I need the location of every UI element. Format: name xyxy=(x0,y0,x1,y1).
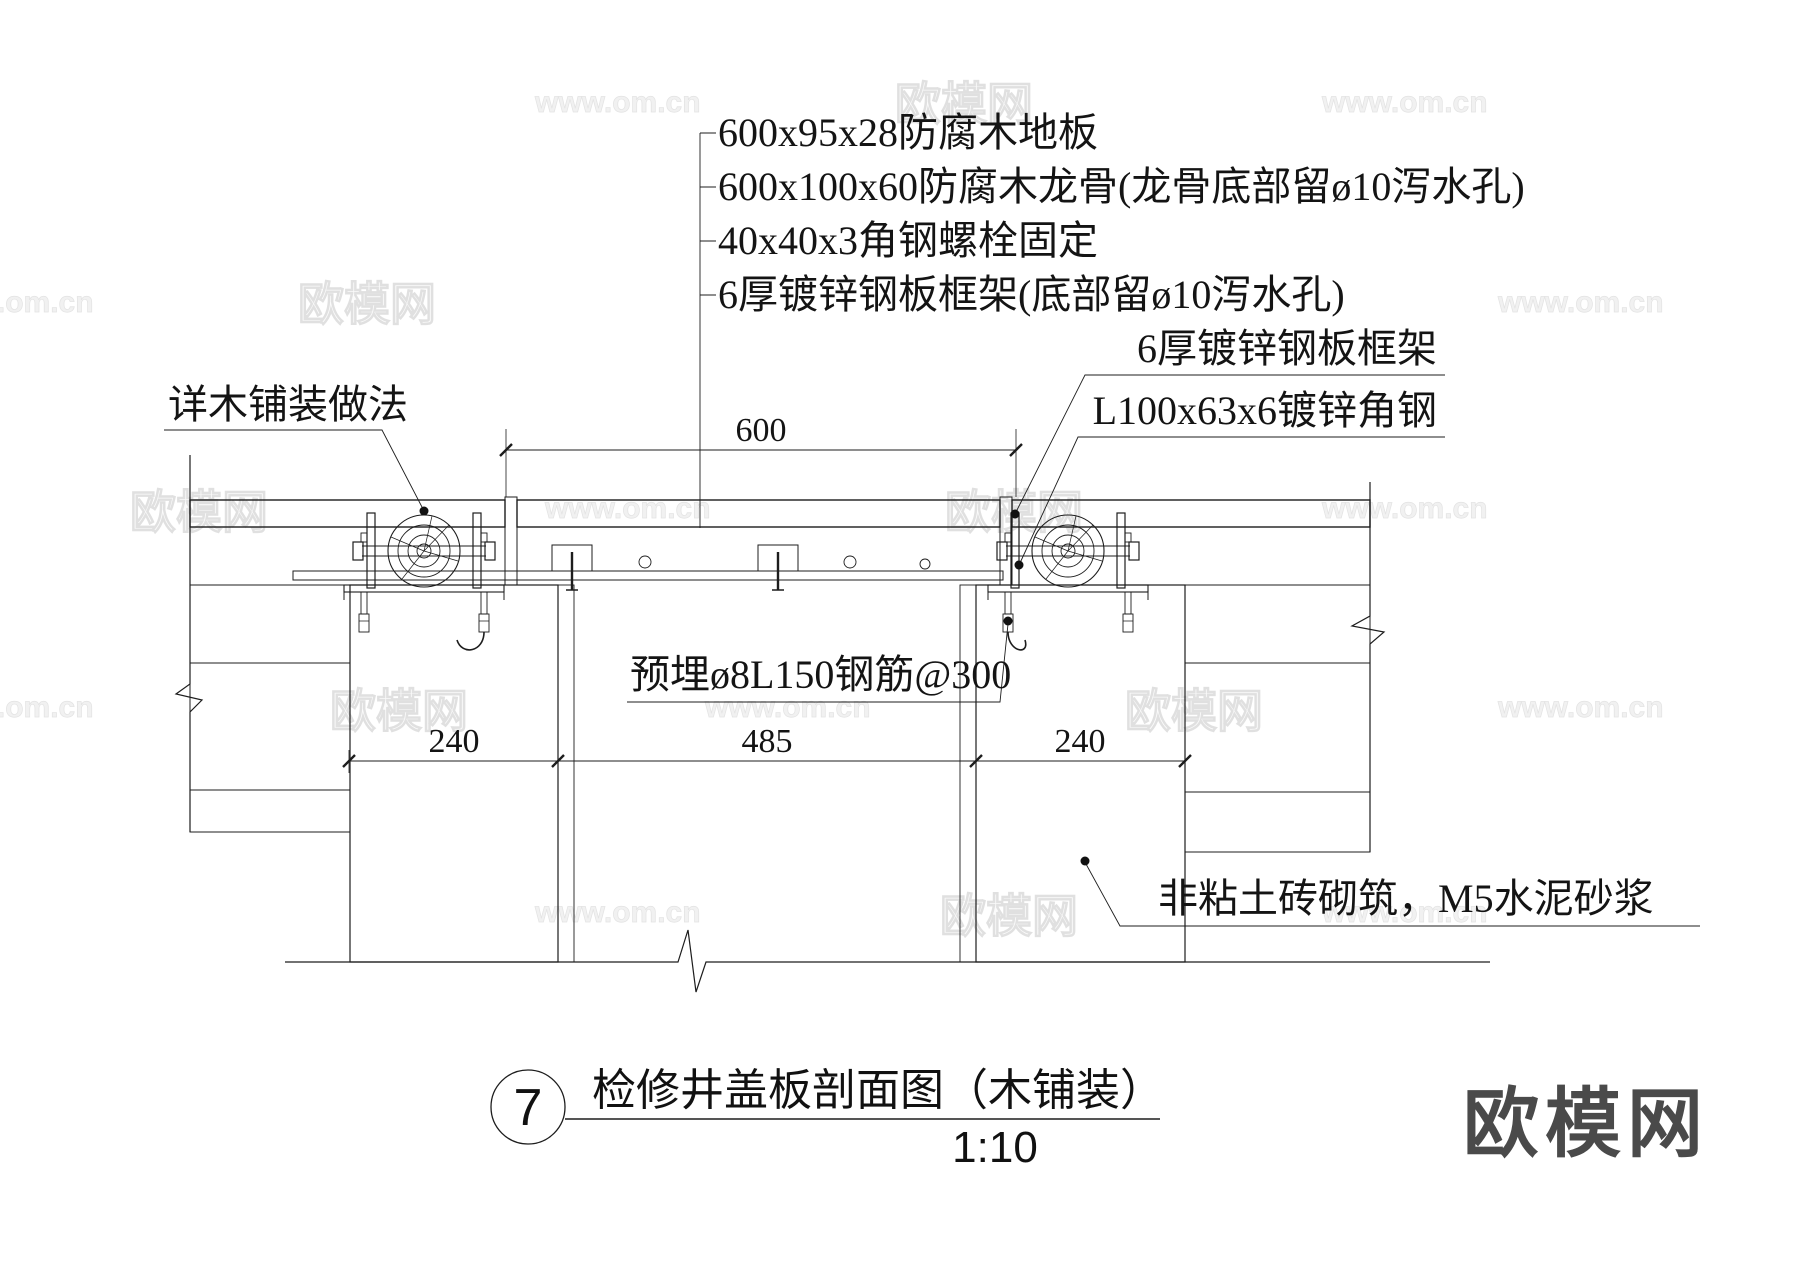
leader-lines xyxy=(164,132,1700,927)
bottom-break-line xyxy=(285,929,1490,993)
dimension-walls: 240 485 240 xyxy=(342,723,1192,773)
drawing-scale: 1:10 xyxy=(952,1123,1038,1172)
leader-wood-paving xyxy=(164,429,424,510)
right-compacted-soil xyxy=(1184,791,1371,853)
callout-embedded-rebar: 预埋ø8L150钢筋@300 xyxy=(630,652,1011,697)
leader-tick xyxy=(700,132,716,296)
leader-dot xyxy=(419,506,429,516)
callout-steel-frame: 6厚镀锌钢板框架 xyxy=(1137,326,1437,371)
dim-well-width: 485 xyxy=(742,723,793,760)
watermark-url: www.om.cn xyxy=(1497,691,1664,724)
left-gravel-base xyxy=(189,662,351,791)
cover-fixings xyxy=(551,544,931,591)
dim-cover-width: 600 xyxy=(736,412,787,449)
leader-steel-frame xyxy=(1015,374,1445,513)
watermark-brand: 欧模网 xyxy=(298,278,436,330)
left-wood-joist-assembly xyxy=(343,512,505,633)
dim-right-wall: 240 xyxy=(1055,723,1106,760)
dim-tick xyxy=(499,443,1023,457)
watermark-url: www.om.cn xyxy=(534,86,701,119)
dim-tick xyxy=(342,754,1192,768)
watermark-url: www.om.cn xyxy=(0,691,94,724)
drain-hole xyxy=(919,558,931,570)
left-frame-plate xyxy=(504,496,518,586)
callout-see-wood-paving: 详木铺装做法 xyxy=(168,382,408,427)
watermark-url: www.om.cn xyxy=(704,691,871,724)
drawing-title: 检修井盖板剖面图（木铺装） xyxy=(592,1066,1164,1115)
callout-brick-mortar: 非粘土砖砌筑，M5水泥砂浆 xyxy=(1158,876,1654,921)
extension-line xyxy=(505,429,1017,497)
watermark-url: www.om.cn xyxy=(1497,286,1664,319)
callout-angle-bolt: 40x40x3角钢螺栓固定 xyxy=(718,218,1098,263)
figure-number-bubble xyxy=(490,1069,566,1145)
watermark-brand: 欧模网 xyxy=(940,890,1078,942)
watermark-brand: 欧模网 xyxy=(130,486,268,538)
left-rebar-hook xyxy=(456,631,485,651)
watermark-brand: 欧模网 xyxy=(330,685,468,737)
watermark-url: www.om.cn xyxy=(534,896,701,929)
left-brick-wall xyxy=(349,584,559,963)
title-block: 7 检修井盖板剖面图（木铺装） 1:10 xyxy=(490,1066,1164,1172)
leader-rebar xyxy=(627,623,1009,703)
watermark-url: www.om.cn xyxy=(0,286,94,319)
frame-bottom-plate xyxy=(292,570,1004,581)
drain-hole xyxy=(638,555,652,569)
watermark-layer: www.om.cn 欧模网 www.om.cn www.om.cn 欧模网 ww… xyxy=(0,78,1664,943)
watermark-url: www.om.cn xyxy=(1321,86,1488,119)
callout-texts: 600x95x28防腐木地板 600x100x60防腐木龙骨(龙骨底部留ø10泻… xyxy=(168,110,1654,921)
figure-number: 7 xyxy=(514,1079,543,1137)
dimension-600: 600 xyxy=(499,412,1023,497)
leader-galv-angle xyxy=(1019,436,1445,564)
watermark-brand: 欧模网 xyxy=(895,78,1033,130)
callout-wood-joist: 600x100x60防腐木龙骨(龙骨底部留ø10泻水孔) xyxy=(718,164,1525,209)
right-concrete-cushion xyxy=(1184,584,1371,664)
leader-dot xyxy=(1003,616,1013,626)
leader-dot xyxy=(1014,560,1024,570)
left-concrete-cushion xyxy=(189,584,351,664)
watermark-brand: 欧模网 xyxy=(1125,685,1263,737)
dim-left-wall: 240 xyxy=(429,723,480,760)
left-compacted-soil xyxy=(189,789,351,833)
callout-wood-deck: 600x95x28防腐木地板 xyxy=(718,110,1098,155)
right-cut-edge-line xyxy=(1350,482,1386,852)
watermark-url: www.om.cn xyxy=(1321,492,1488,525)
left-cut-edge-line xyxy=(174,455,204,832)
left-pavement-layers xyxy=(189,584,351,833)
callout-steel-frame-drain: 6厚镀锌钢板框架(底部留ø10泻水孔) xyxy=(718,272,1345,317)
drain-hole xyxy=(843,555,857,569)
leader-dot xyxy=(1080,856,1090,866)
watermark-url: www.om.cn xyxy=(544,492,711,525)
watermark-url: www.om.cn xyxy=(1321,896,1488,929)
cleat-bolt xyxy=(570,552,780,590)
right-rebar-hook xyxy=(1007,631,1027,651)
site-logo: 欧模网 xyxy=(1463,1082,1709,1167)
leader-brick xyxy=(1085,863,1700,927)
leader-dot xyxy=(1010,509,1020,519)
callout-galv-angle: L100x63x6镀锌角钢 xyxy=(1093,388,1437,433)
